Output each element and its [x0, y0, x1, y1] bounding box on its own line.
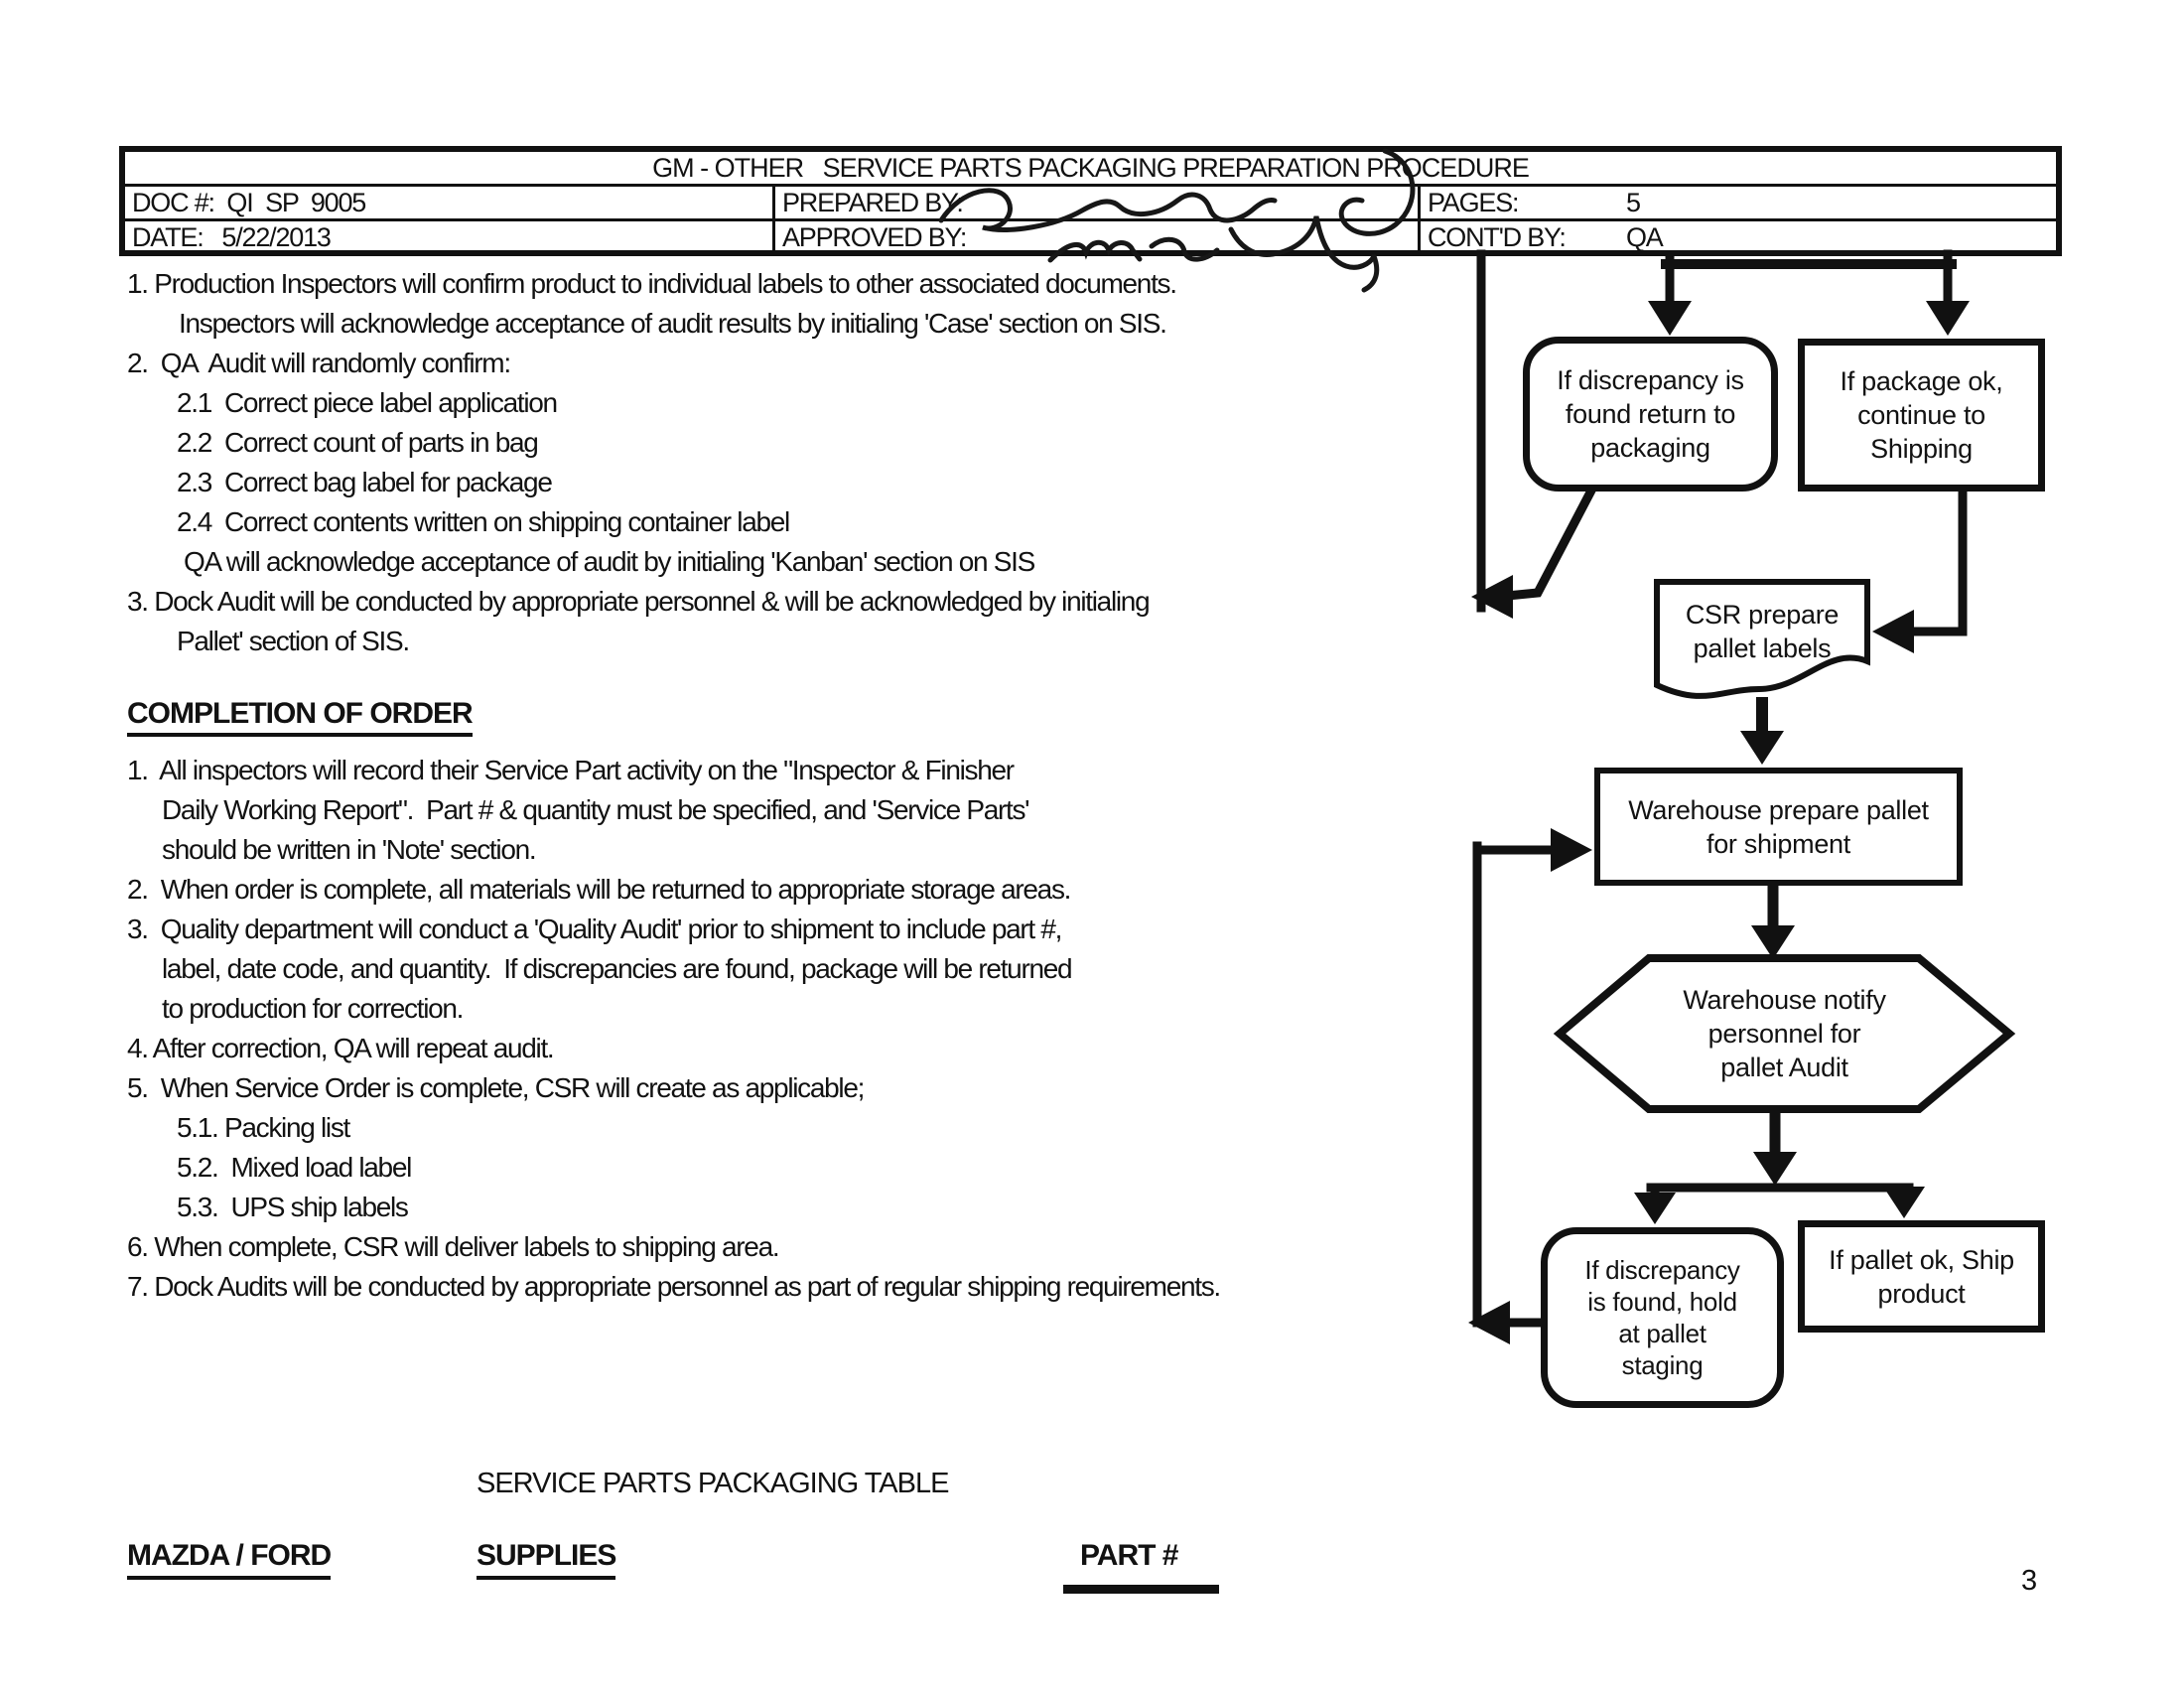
- footer-col-mazda-ford: MAZDA / FORD: [127, 1539, 332, 1580]
- arrowhead-loop-into-warehouse: [1551, 828, 1592, 872]
- procedure-line: to production for correction.: [162, 993, 464, 1024]
- procedure-line: 3. Quality department will conduct a 'Qu…: [127, 914, 1062, 944]
- arrowhead-into-warehouse-box: [1740, 731, 1784, 765]
- pages-cell: PAGES: 5: [1418, 187, 2056, 218]
- header-rows: DOC #: QI SP 9005 PREPARED BY: PAGES:5 D…: [125, 187, 2056, 253]
- pages-label: PAGES:: [1428, 188, 1520, 217]
- part-number-underline: [1063, 1585, 1219, 1594]
- warehouse-notify-hexagon: [1553, 954, 2016, 1113]
- flow-box-warehouse-prepare: Warehouse prepare pallet for shipment: [1594, 768, 1963, 886]
- procedure-section-1: 1. Production Inspectors will confirm pr…: [127, 264, 1576, 661]
- procedure-line: 5. When Service Order is complete, CSR w…: [127, 1072, 865, 1103]
- signature: [938, 148, 1416, 293]
- flow-doc-csr-labels: CSR prepare pallet labels: [1685, 600, 1840, 663]
- procedure-line: 2. QA Audit will randomly confirm:: [127, 348, 511, 378]
- procedure-line: 2.1 Correct piece label application: [177, 387, 558, 418]
- header-table: GM - OTHER SERVICE PARTS PACKAGING PREPA…: [119, 146, 2062, 256]
- procedure-line: 5.3. UPS ship labels: [177, 1192, 409, 1222]
- header-row-1: DOC #: QI SP 9005 PREPARED BY: PAGES:5: [125, 187, 2056, 221]
- procedure-line: 1. Production Inspectors will confirm pr…: [127, 268, 1177, 299]
- arrowhead-into-discrepancy-box: [1648, 301, 1692, 336]
- procedure-line: 5.2. Mixed load label: [177, 1152, 412, 1183]
- flow-hex-warehouse-notify: Warehouse notify personnel for pallet Au…: [1683, 985, 1886, 1082]
- procedure-section-2: 1. All inspectors will record their Serv…: [127, 751, 1576, 1307]
- arrowhead-return-packaging: [1471, 575, 1513, 619]
- procedure-line: 2. When order is complete, all materials…: [127, 874, 1071, 905]
- arrowhead-loop-into-riser: [1468, 1301, 1510, 1344]
- procedure-line: Pallet' section of SIS.: [177, 626, 410, 656]
- csr-document-shape: [1654, 579, 1870, 699]
- procedure-line: QA will acknowledge acceptance of audit …: [184, 546, 1035, 577]
- procedure-line: 5.1. Packing list: [177, 1112, 350, 1143]
- procedure-line: 3. Dock Audit will be conducted by appro…: [127, 586, 1151, 617]
- flow-box-discrepancy-packaging: If discrepancy is found return to packag…: [1523, 337, 1778, 492]
- flow-box-pallet-ok: If pallet ok, Ship product: [1798, 1220, 2045, 1333]
- procedure-line: should be written in 'Note' section.: [162, 834, 537, 865]
- approved-by-cell: APPROVED BY:: [772, 221, 1418, 253]
- arrowhead-into-csr-doc: [1872, 610, 1914, 653]
- document-title: GM - OTHER SERVICE PARTS PACKAGING PREPA…: [125, 152, 2056, 187]
- pages-value: 5: [1626, 188, 1641, 217]
- flow-box-discrepancy-hold: If discrepancy is found, hold at pallet …: [1541, 1227, 1784, 1408]
- arrowhead-into-hexagon: [1751, 925, 1795, 959]
- procedure-line: 1. All inspectors will record their Serv…: [127, 755, 1015, 785]
- date-cell: DATE: 5/22/2013: [132, 222, 332, 252]
- contd-by-label: CONT'D BY:: [1428, 222, 1567, 252]
- arrowhead-into-packageok-box: [1926, 301, 1970, 336]
- arrowhead-into-split: [1753, 1152, 1797, 1186]
- procedure-line: 7. Dock Audits will be conducted by appr…: [127, 1271, 1221, 1302]
- arrowhead-into-palletok-box: [1883, 1187, 1925, 1218]
- footer-col-supplies: SUPPLIES: [477, 1539, 616, 1580]
- contd-by-value: QA: [1626, 222, 1664, 252]
- procedure-line: 4. After correction, QA will repeat audi…: [127, 1033, 555, 1063]
- procedure-line: Daily Working Report". Part # & quantity…: [162, 794, 1030, 825]
- procedure-line: 2.2 Correct count of parts in bag: [177, 427, 539, 458]
- completion-of-order-heading: COMPLETION OF ORDER: [127, 697, 474, 737]
- arrowhead-into-hold-box: [1634, 1193, 1676, 1224]
- header-row-2: DATE: 5/22/2013 APPROVED BY: CONT'D BY: Q…: [125, 221, 2056, 253]
- procedure-line: 2.4 Correct contents written on shipping…: [177, 506, 790, 537]
- procedure-line: Inspectors will acknowledge acceptance o…: [179, 308, 1167, 339]
- footer-col-part-number: PART #: [1080, 1539, 1178, 1572]
- contd-by-cell: CONT'D BY: QA: [1418, 221, 2056, 253]
- procedure-line: label, date code, and quantity. If discr…: [162, 953, 1073, 984]
- doc-number-cell: DOC #: QI SP 9005: [132, 188, 366, 217]
- service-parts-table-title: SERVICE PARTS PACKAGING TABLE: [477, 1468, 949, 1499]
- procedure-line: 6. When complete, CSR will deliver label…: [127, 1231, 780, 1262]
- connector-return-packaging: [1502, 482, 1599, 601]
- procedure-line: 2.3 Correct bag label for package: [177, 467, 553, 497]
- connector-packageok-csr: [1905, 484, 1968, 636]
- flow-box-package-ok: If package ok, continue to Shipping: [1798, 339, 2045, 492]
- page-number: 3: [2021, 1565, 2038, 1597]
